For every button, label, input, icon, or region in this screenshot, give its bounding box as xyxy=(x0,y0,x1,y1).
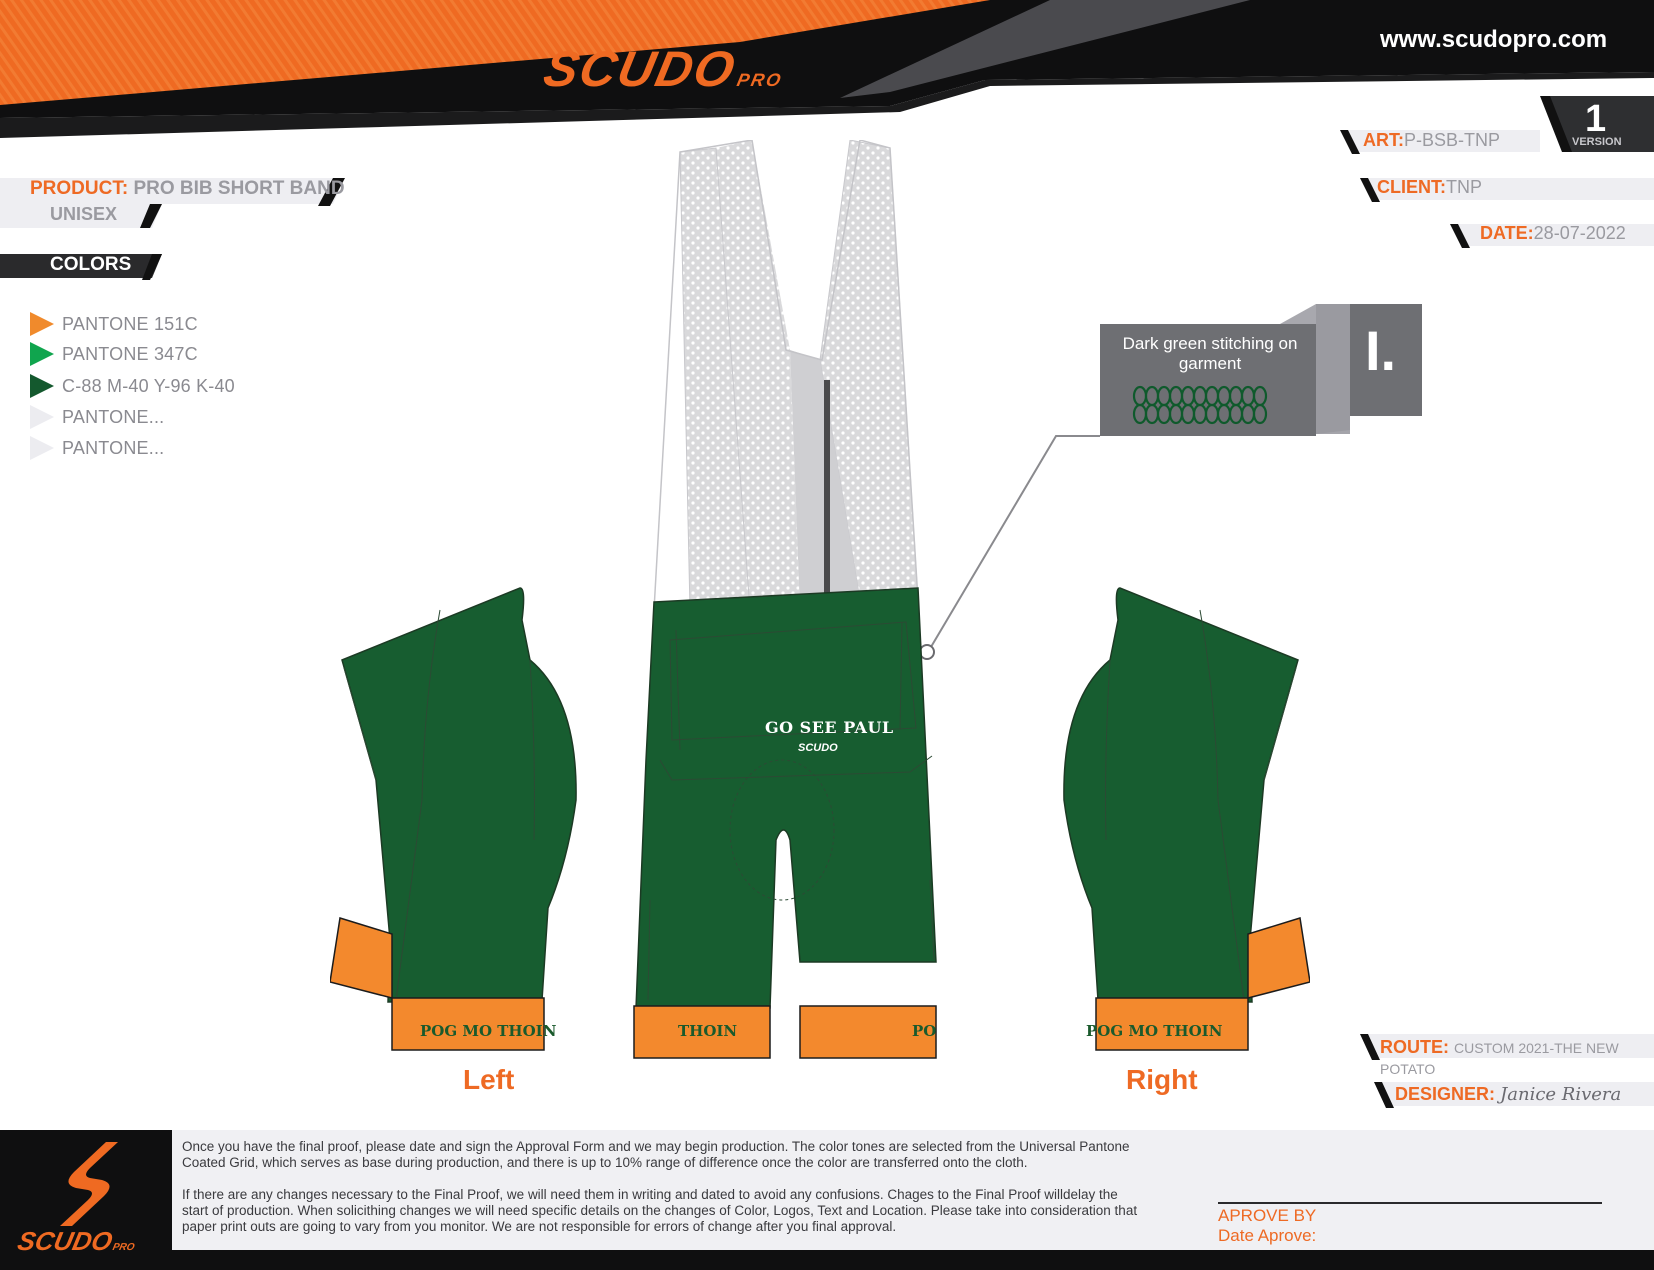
color-name: PANTONE... xyxy=(62,406,165,427)
bib-straps xyxy=(653,140,919,640)
center-band-left-text: THOIN xyxy=(678,1022,738,1040)
product-label: PRODUCT: xyxy=(30,178,129,199)
brand-logo-suffix: PRO xyxy=(735,70,785,90)
triangle-icon xyxy=(30,436,54,460)
date-line: DATE:28-07-2022 xyxy=(1480,223,1626,244)
center-shorts xyxy=(633,587,937,1059)
triangle-icon xyxy=(30,312,54,336)
date-value: 28-07-2022 xyxy=(1533,223,1626,243)
color-swatch: PANTONE 151C xyxy=(30,312,198,336)
brand-logo: SCUDOPRO xyxy=(539,40,791,98)
color-swatch: PANTONE 347C xyxy=(30,342,198,366)
right-caption: Right xyxy=(1126,1064,1198,1095)
back-text: GO SEE PAUL xyxy=(765,718,894,737)
right-band-text: POG MO THOIN xyxy=(1086,1022,1223,1040)
triangle-icon xyxy=(30,342,54,366)
client-label: CLIENT: xyxy=(1377,177,1446,197)
version-label: VERSION xyxy=(1572,136,1622,148)
version-number: 1 xyxy=(1585,98,1607,140)
center-band-right-text: POG MO xyxy=(912,1022,936,1040)
designer-line: DESIGNER: Janice Rivera xyxy=(1395,1084,1621,1105)
client-line: CLIENT:TNP xyxy=(1377,177,1482,198)
footer-logo-block xyxy=(0,1130,172,1270)
right-leg xyxy=(1063,587,1310,1051)
color-name: PANTONE 347C xyxy=(62,343,198,364)
route-label: ROUTE: xyxy=(1380,1037,1449,1057)
signature-line xyxy=(1218,1202,1602,1204)
product-gender: UNISEX xyxy=(50,204,118,224)
callout-graphic xyxy=(919,304,1422,660)
color-swatch: PANTONE... xyxy=(30,436,164,460)
client-value: TNP xyxy=(1446,177,1482,197)
header-graphic xyxy=(0,0,1654,138)
back-logo: SCUDO xyxy=(798,742,838,754)
footer-paragraph-1: Once you have the final proof, please da… xyxy=(182,1139,1130,1170)
left-band-text: POG MO THOIN xyxy=(420,1022,557,1040)
color-name: C-88 M-40 Y-96 K-40 xyxy=(62,375,235,396)
info-panel-bg xyxy=(1340,96,1654,248)
colors-title: COLORS xyxy=(50,254,132,275)
footer-bottom-bar xyxy=(0,1250,1654,1270)
left-leg xyxy=(330,587,577,1051)
triangle-icon xyxy=(30,374,54,398)
triangle-icon xyxy=(30,405,54,429)
product-line: PRODUCT: PRO BIB SHORT BAND xyxy=(30,178,345,200)
color-name: PANTONE 151C xyxy=(62,313,198,334)
website-link[interactable]: www.scudopro.com xyxy=(1380,26,1608,53)
footer-paragraph-2: If there are any changes necessary to th… xyxy=(182,1187,1138,1234)
left-caption: Left xyxy=(463,1064,515,1095)
product-name: PRO BIB SHORT BAND xyxy=(133,178,345,199)
designer-label: DESIGNER: xyxy=(1395,1084,1496,1104)
scudo-s-icon xyxy=(60,1142,118,1226)
route-designer-bg xyxy=(1360,1034,1654,1108)
date-label: DATE: xyxy=(1480,223,1534,243)
date-approve-label: Date Aprove: xyxy=(1218,1226,1317,1245)
product-panel-bg xyxy=(0,178,345,280)
art-label: ART: xyxy=(1363,130,1404,150)
approve-by-label: APROVE BY xyxy=(1218,1206,1317,1225)
color-swatch: PANTONE... xyxy=(30,405,164,429)
callout-text: Dark green stitching on garment xyxy=(1122,334,1298,373)
footer-logo: SCUDOPRO xyxy=(15,1226,139,1257)
footer-logo-main: SCUDO xyxy=(14,1226,116,1256)
designer-signature: Janice Rivera xyxy=(1500,1084,1622,1105)
color-name: PANTONE... xyxy=(62,437,165,458)
route-value: CUSTOM 2021-THE NEW POTATO xyxy=(1380,1040,1619,1077)
callout-marker: I. xyxy=(1365,319,1397,382)
bib-short-illustration xyxy=(330,140,1310,1059)
art-line: ART:P-BSB-TNP xyxy=(1363,130,1500,151)
route-line: ROUTE: CUSTOM 2021-THE NEW POTATO xyxy=(1380,1037,1654,1079)
footer-bg xyxy=(0,1130,1654,1270)
art-value: P-BSB-TNP xyxy=(1404,130,1501,150)
footer-logo-suffix: PRO xyxy=(111,1242,136,1253)
color-swatch: C-88 M-40 Y-96 K-40 xyxy=(30,374,235,398)
brand-logo-main: SCUDO xyxy=(539,41,742,97)
